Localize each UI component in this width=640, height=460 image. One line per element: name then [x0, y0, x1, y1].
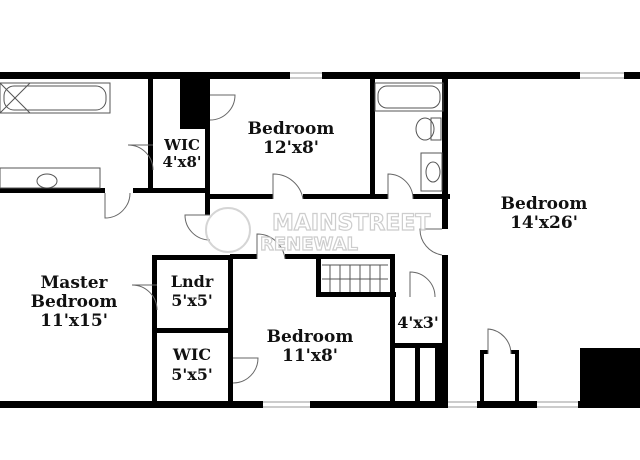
windows: [263, 72, 624, 408]
room-closet-4x3-size: 4'x3': [397, 313, 439, 332]
watermark-line1: MAINSTREET: [272, 211, 430, 236]
room-master-name2: Bedroom: [31, 292, 118, 312]
door-swings: [104, 94, 512, 384]
room-bedroom-14x26-size: 14'x26': [510, 213, 578, 233]
room-bedroom-11x8-name: Bedroom: [267, 327, 354, 347]
room-wic-5x5-size: 5'x5': [171, 365, 213, 384]
exterior-walls: [0, 72, 640, 408]
bathtub: [0, 82, 111, 114]
staircase: [322, 264, 388, 292]
room-wic-4x8-name: WIC: [163, 136, 200, 154]
room-master-size: 11'x15': [40, 311, 108, 331]
bathroom-fixtures: [0, 82, 444, 192]
room-bedroom-11x8-size: 11'x8': [282, 346, 338, 366]
room-bedroom-12x8-size: 12'x8': [263, 138, 319, 158]
room-bedroom-14x26-name: Bedroom: [501, 194, 588, 214]
room-lndr-name: Lndr: [171, 272, 214, 291]
watermark-logo-icon: [205, 207, 251, 253]
watermark: MAINSTREET RENEWAL: [205, 207, 431, 256]
vanity: [0, 167, 101, 189]
room-lndr-size: 5'x5': [171, 291, 213, 310]
bathtub-hall: [374, 82, 444, 112]
room-wic-5x5-name: WIC: [172, 345, 211, 364]
interior-walls: [0, 79, 519, 408]
room-bedroom-12x8-name: Bedroom: [248, 119, 335, 139]
room-master-name: Master: [40, 273, 108, 293]
room-wic-4x8-size: 4'x8': [162, 153, 201, 171]
watermark-line2: RENEWAL: [260, 234, 358, 255]
room-labels: Bedroom 12'x8' Bedroom 14'x26' WIC 4'x8'…: [31, 119, 588, 384]
